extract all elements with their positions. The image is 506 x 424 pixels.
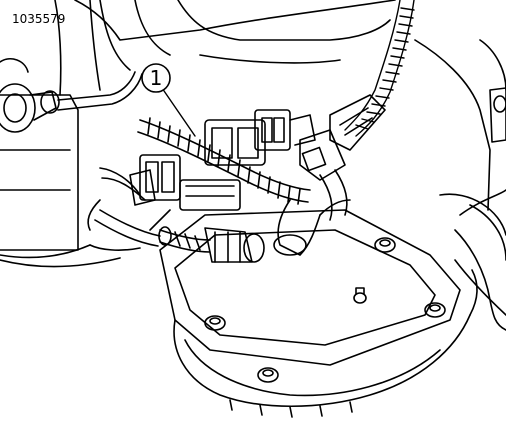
elbow-boot	[273, 199, 351, 256]
sensor-connector-right	[299, 94, 386, 221]
left-frame-bracket	[0, 0, 101, 259]
lower-left-frame	[0, 244, 141, 268]
signal-wires	[87, 167, 171, 231]
left-fitting	[0, 58, 143, 133]
upper-frame-outline	[74, 0, 396, 71]
callout-1	[141, 63, 196, 137]
right-guard	[454, 204, 506, 331]
figure-id-label: 1035579	[12, 12, 66, 26]
callout-1-number: 1	[150, 66, 163, 90]
right-side-cover	[414, 39, 506, 316]
lower-housing	[173, 269, 478, 418]
oxygen-sensor-left	[94, 209, 265, 263]
connector-cluster	[129, 109, 316, 211]
mounting-plate	[159, 209, 461, 383]
